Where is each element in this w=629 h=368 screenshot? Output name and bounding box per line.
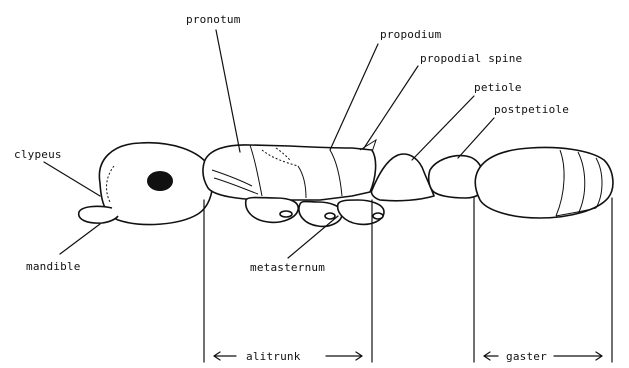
petiole-shape (371, 154, 434, 201)
label-propodial-spine: propodial spine (420, 52, 522, 65)
label-mandible: mandible (26, 260, 81, 273)
alitrunk (203, 140, 376, 200)
mandible-shape (79, 206, 118, 223)
label-clypeus: clypeus (14, 148, 62, 161)
coxae (246, 198, 384, 227)
gaster-bracket (474, 198, 612, 362)
label-petiole: petiole (474, 81, 522, 94)
eye (147, 171, 173, 191)
label-propodium: propodium (380, 28, 442, 41)
label-metasternum: metasternum (250, 261, 325, 274)
label-alitrunk: alitrunk (246, 350, 301, 363)
alitrunk-bracket (204, 200, 372, 362)
label-pronotum: pronotum (186, 13, 241, 26)
gaster (475, 148, 613, 219)
head (99, 143, 212, 225)
label-postpetiole: postpetiole (494, 103, 569, 116)
label-gaster: gaster (506, 350, 547, 363)
